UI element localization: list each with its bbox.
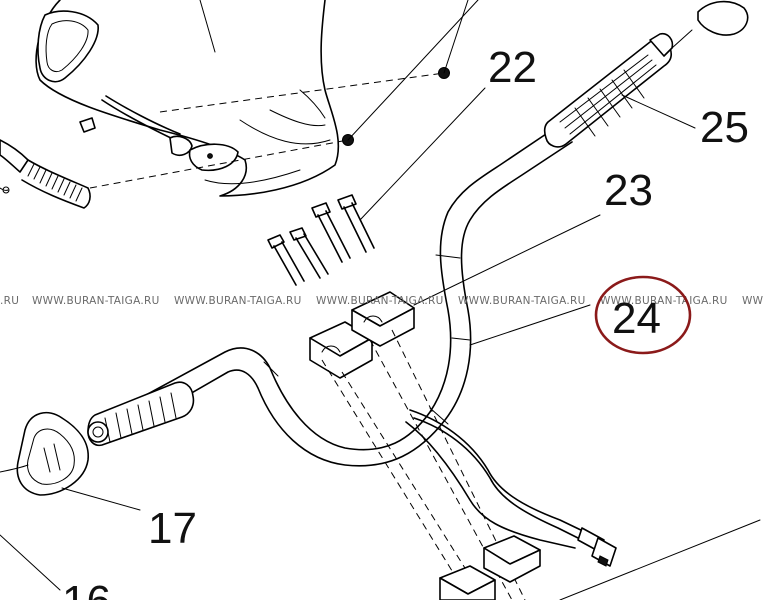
watermark-edge-right: WW [742, 295, 764, 307]
callout-22: 22 [488, 43, 537, 92]
leader-lines-22 [89, 0, 479, 189]
watermark-edge-left: .RU [0, 295, 19, 307]
handlebar [99, 127, 573, 467]
corrugated-hose [0, 139, 91, 209]
watermark-text: WWW.BURAN-TAIGA.RU [32, 295, 160, 307]
hood-part [35, 0, 340, 197]
wire-harness [405, 304, 617, 567]
watermark-row: .RU WWW.BURAN-TAIGA.RU WWW.BURAN-TAIGA.R… [0, 295, 764, 307]
watermark-text: WWW.BURAN-TAIGA.RU [174, 295, 302, 307]
left-handguard [0, 411, 89, 496]
background-line [559, 519, 761, 600]
watermark-text: WWW.BURAN-TAIGA.RU [316, 295, 444, 307]
watermark-text: WWW.BURAN-TAIGA.RU [458, 295, 586, 307]
highlight-ring-24 [594, 275, 692, 355]
watermark-text: WWW.BURAN-TAIGA.RU [600, 295, 728, 307]
callout-24: 24 [612, 294, 661, 343]
callout-23: 23 [604, 166, 653, 215]
callout-25: 25 [700, 103, 749, 152]
hood-strap [79, 95, 239, 172]
hood-vent [37, 10, 99, 83]
leader-lines [0, 94, 696, 591]
lower-clamps [439, 535, 541, 600]
callout-16: 16 [62, 577, 111, 600]
callout-17: 17 [148, 504, 197, 553]
mounting-bolts [267, 87, 486, 286]
right-grip [543, 0, 749, 148]
left-grip [87, 381, 195, 447]
upper-clamps [309, 214, 601, 379]
